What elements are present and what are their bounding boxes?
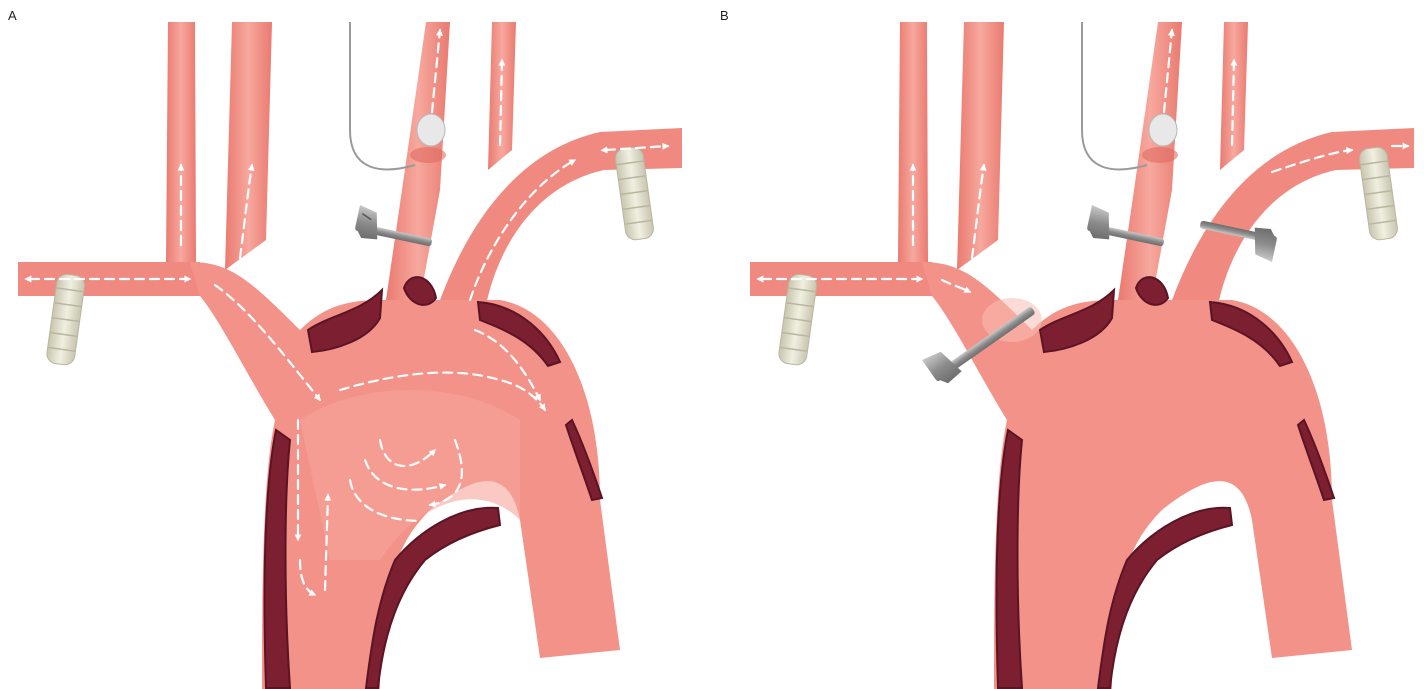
panel-a: A	[0, 0, 712, 689]
panel-label: A	[8, 8, 17, 23]
aortic-arch-illustration-b	[712, 0, 1424, 689]
panel-b: B	[712, 0, 1424, 689]
panel-label: B	[720, 8, 729, 23]
aortic-arch-illustration-a	[0, 0, 712, 689]
